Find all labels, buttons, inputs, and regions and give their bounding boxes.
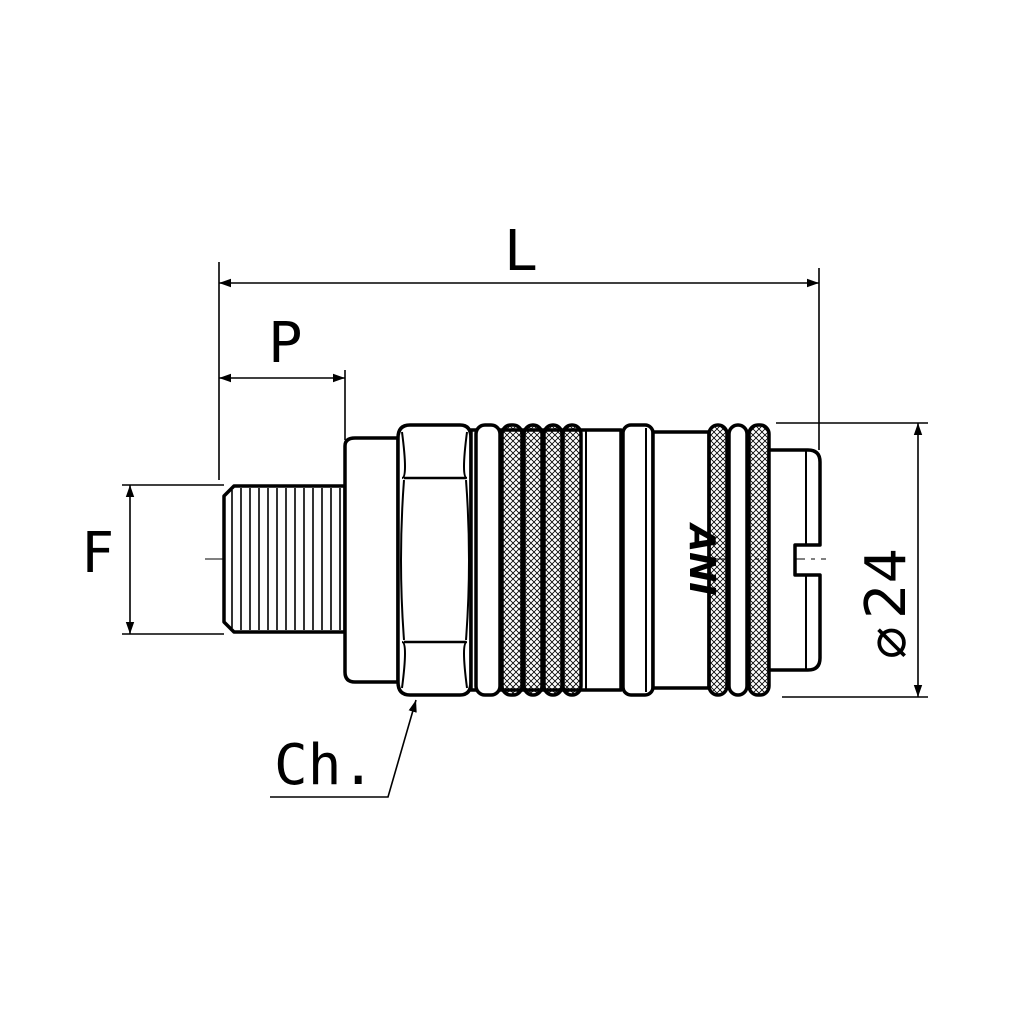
brand-logo: ANI <box>681 521 722 595</box>
dimension-lines <box>122 262 928 798</box>
dimension-label-P: P <box>268 311 302 376</box>
diameter-value: 24 <box>854 548 919 619</box>
knurled-rings-front <box>474 423 583 697</box>
coupling-body <box>222 423 822 697</box>
dimension-label-ch: Ch. <box>274 733 375 798</box>
dimension-label-L: L <box>504 219 535 284</box>
collar <box>343 436 400 684</box>
dimension-label-F: F <box>82 521 114 586</box>
threaded-end <box>222 484 347 634</box>
nose <box>767 448 822 672</box>
hex-nut <box>396 423 473 697</box>
diameter-symbol: ⌀ <box>855 626 918 659</box>
groove-ring <box>621 423 655 697</box>
leader-line-ch <box>270 699 417 798</box>
dimension-label-diameter: ⌀ 24 <box>854 548 919 659</box>
